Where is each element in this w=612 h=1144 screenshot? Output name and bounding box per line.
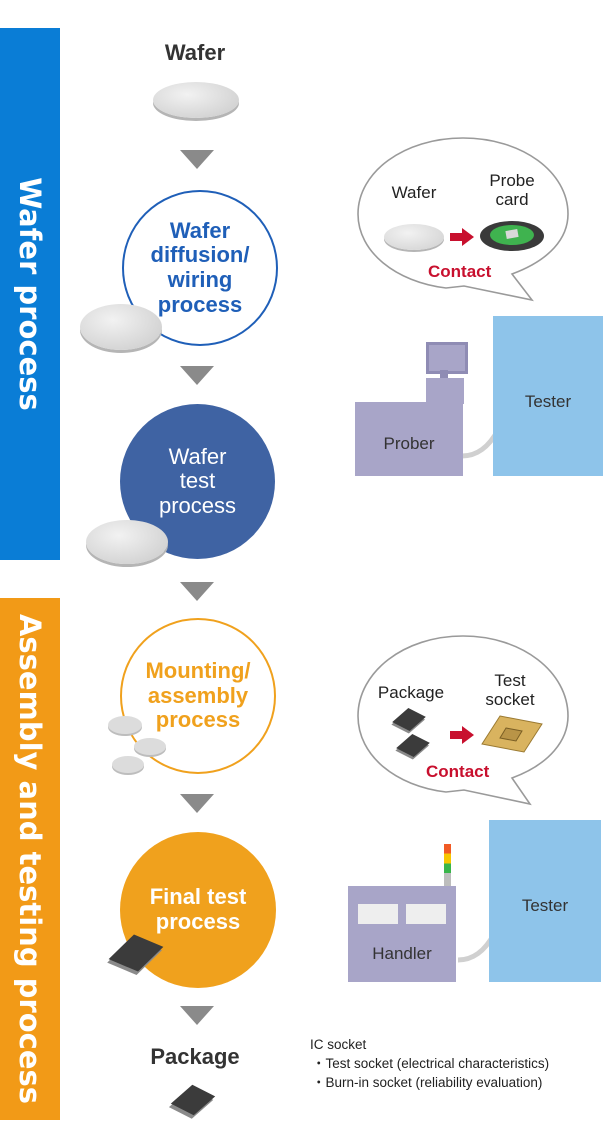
monitor-stand (440, 370, 448, 380)
arrow-down-icon (180, 794, 214, 813)
speech-bubble-wafer (357, 137, 569, 302)
wafer-test-circle: Wafer test process (120, 404, 275, 559)
contact-label-1: Contact (428, 262, 492, 281)
arrow-down-icon (180, 366, 214, 385)
final-test-label: Final test process (149, 884, 247, 934)
wafer-disc-icon (80, 304, 162, 350)
wafer-disc-icon (86, 520, 168, 564)
prober-top (426, 378, 464, 404)
bubble-probe-card-label: Probe card (489, 171, 535, 209)
signal-tower-icon (444, 844, 451, 888)
wafer-disc-icon (153, 82, 239, 118)
bubble-wafer-label: Wafer (391, 183, 437, 202)
tester-box-1 (493, 316, 603, 476)
arrow-down-icon (180, 150, 214, 169)
wafer-test-label: Wafer test process (158, 443, 237, 518)
red-arrow-icon (450, 228, 474, 246)
wafer-process-label: Wafer process (13, 177, 47, 411)
arrow-down-icon (180, 582, 214, 601)
tester-label-1: Tester (524, 392, 572, 411)
contact-label-2: Contact (426, 762, 490, 781)
handler-box (348, 886, 456, 982)
chip-piece-icon (134, 738, 166, 755)
ic-socket-item: ・Burn-in socket (reliability evaluation) (312, 1074, 543, 1090)
handler-window (358, 904, 398, 924)
ic-socket-note: IC socket ・Test socket (electrical chara… (310, 1036, 610, 1093)
arrow-down-icon (180, 1006, 214, 1025)
tester-box-2 (489, 820, 601, 982)
diffusion-process-label: Wafer diffusion/ wiring process (150, 217, 250, 317)
wafer-process-bar: Wafer process (0, 28, 60, 560)
wafer-title: Wafer (164, 40, 226, 65)
prober-label: Prober (383, 434, 435, 453)
prober-box (355, 402, 463, 476)
wafer-disc-icon (384, 224, 444, 250)
mounting-process-label: Mounting/ assembly process (145, 658, 251, 733)
bubble-test-socket-label: Test socket (485, 671, 535, 709)
ic-socket-item: ・Test socket (electrical characteristics… (312, 1055, 550, 1071)
probe-card-icon (480, 221, 544, 251)
final-test-circle: Final test process (120, 832, 276, 988)
chip-piece-icon (112, 756, 144, 773)
test-socket-icon (481, 715, 543, 753)
package-title: Package (150, 1044, 240, 1069)
handler-label: Handler (372, 944, 432, 963)
package-chip-icon (170, 1084, 216, 1116)
chip-piece-icon (108, 716, 142, 734)
ic-socket-title: IC socket (310, 1037, 367, 1052)
assembly-testing-label: Assembly and testing process (13, 613, 47, 1105)
assembly-testing-bar: Assembly and testing process (0, 598, 60, 1120)
tester-label-2: Tester (521, 896, 569, 915)
red-arrow-icon (450, 726, 474, 744)
handler-window (406, 904, 446, 924)
speech-bubble-package (357, 635, 569, 806)
mounting-process-circle: Mounting/ assembly process (120, 618, 276, 774)
bubble-package-label: Package (377, 683, 445, 702)
